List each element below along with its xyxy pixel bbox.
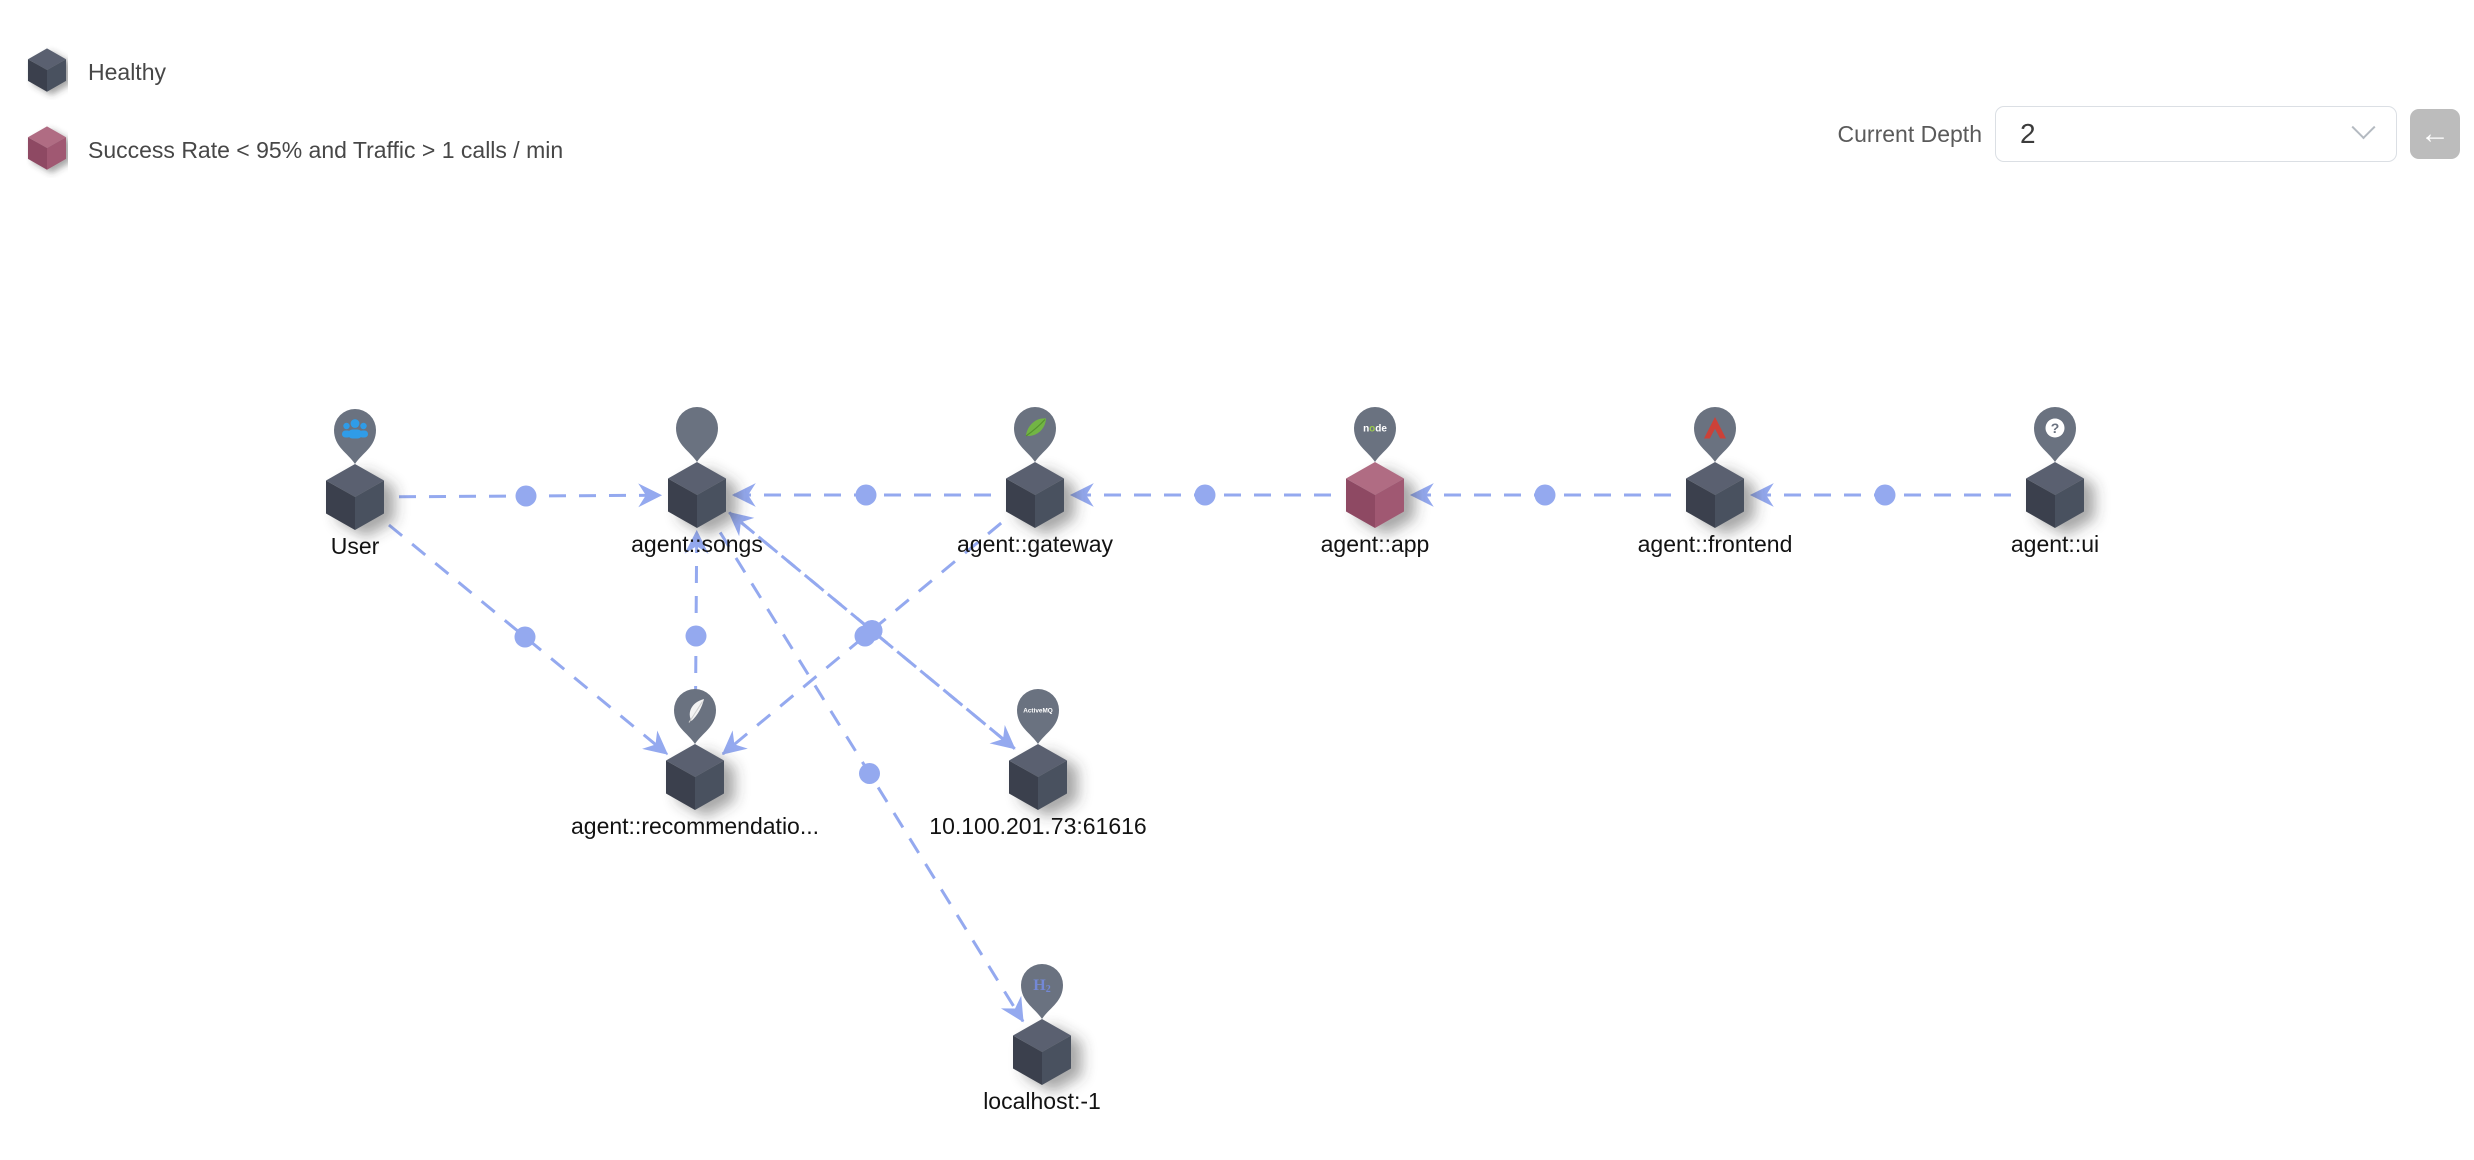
service-node-gateway[interactable]: agent::gateway [957,407,1114,557]
depth-select[interactable]: 2 [1995,106,2397,162]
node-label: agent::ui [2011,531,2099,557]
traffic-dot [855,484,877,506]
service-cube-healthy [2026,462,2084,528]
location-pin-icon [676,407,718,462]
node-label: agent::recommendatio... [571,813,819,839]
legend-label-healthy: Healthy [88,58,166,85]
edge-songs-localhost [718,531,1025,1023]
h2-icon: H2 [1033,977,1050,995]
svg-text:ActiveMQ: ActiveMQ [1023,707,1053,714]
service-cube-healthy [326,464,384,530]
traffic-dot [685,625,707,647]
activemq-icon: ActiveMQ [1023,707,1053,714]
legend-item-healthy: Healthy [26,44,563,100]
legend: Healthy Success Rate < 95% and Traffic >… [26,44,563,178]
question-icon: ? [2045,418,2065,438]
service-cube-healthy [666,744,724,810]
depth-controls: Current Depth 2 ← [1838,106,2460,162]
service-cube-healthy [1686,462,1744,528]
node-label: 10.100.201.73:61616 [929,813,1146,839]
users-icon [342,419,368,439]
current-depth-label: Current Depth [1837,120,1982,147]
traffic-dot [1194,484,1216,506]
location-pin-icon [1021,964,1063,1019]
alert-cube-icon [27,126,67,170]
service-node-user[interactable]: User [326,409,384,559]
traffic-dot [861,620,883,642]
node-label: agent::app [1321,531,1430,557]
service-node-recommendation[interactable]: agent::recommendatio... [571,689,819,839]
service-cube-healthy [1006,462,1064,528]
left-arrow-icon: ← [2420,117,2450,150]
nodes-layer: User agent::songs agent::gateway nodeagent:… [326,407,2099,1114]
traffic-dot [859,763,880,784]
service-node-localhost[interactable]: H2 localhost:-1 [983,964,1101,1114]
node-label: agent::frontend [1638,531,1793,557]
nodejs-icon: node [1363,424,1387,435]
traffic-dot [1534,484,1556,506]
healthy-cube-icon [27,48,67,92]
legend-item-alert: Success Rate < 95% and Traffic > 1 calls… [26,122,563,178]
traffic-dot [1874,484,1896,506]
edges-layer [388,483,2011,1023]
service-node-frontend[interactable]: agent::frontend [1638,407,1793,557]
legend-label-alert: Success Rate < 95% and Traffic > 1 calls… [88,136,564,163]
service-cube-alert [1346,462,1404,528]
svg-text:node: node [1363,424,1387,435]
service-node-ui[interactable]: ?agent::ui [2011,407,2099,557]
service-cube-healthy [1013,1019,1071,1085]
feather-icon [688,699,704,723]
location-pin-icon [1354,407,1396,462]
service-node-activemq[interactable]: ActiveMQ 10.100.201.73:61616 [929,689,1147,839]
back-button[interactable]: ← [2410,109,2460,159]
red-chevron-icon [1704,417,1726,439]
node-label: agent::songs [631,531,763,557]
node-label: agent::gateway [957,531,1114,557]
traffic-dot [514,626,536,648]
spring-leaf-icon [1025,418,1046,437]
location-pin-icon [1694,407,1736,462]
node-label: User [331,533,380,559]
node-label: localhost:-1 [983,1088,1101,1114]
service-cube-healthy [668,462,726,528]
svg-text:H2: H2 [1033,977,1050,995]
svg-text:?: ? [2051,420,2060,436]
service-cube-healthy [1009,744,1067,810]
depth-select-value: 2 [2020,118,2036,149]
service-node-songs[interactable]: agent::songs [631,407,763,557]
location-pin-icon [1017,689,1059,744]
traffic-dot [515,485,537,507]
